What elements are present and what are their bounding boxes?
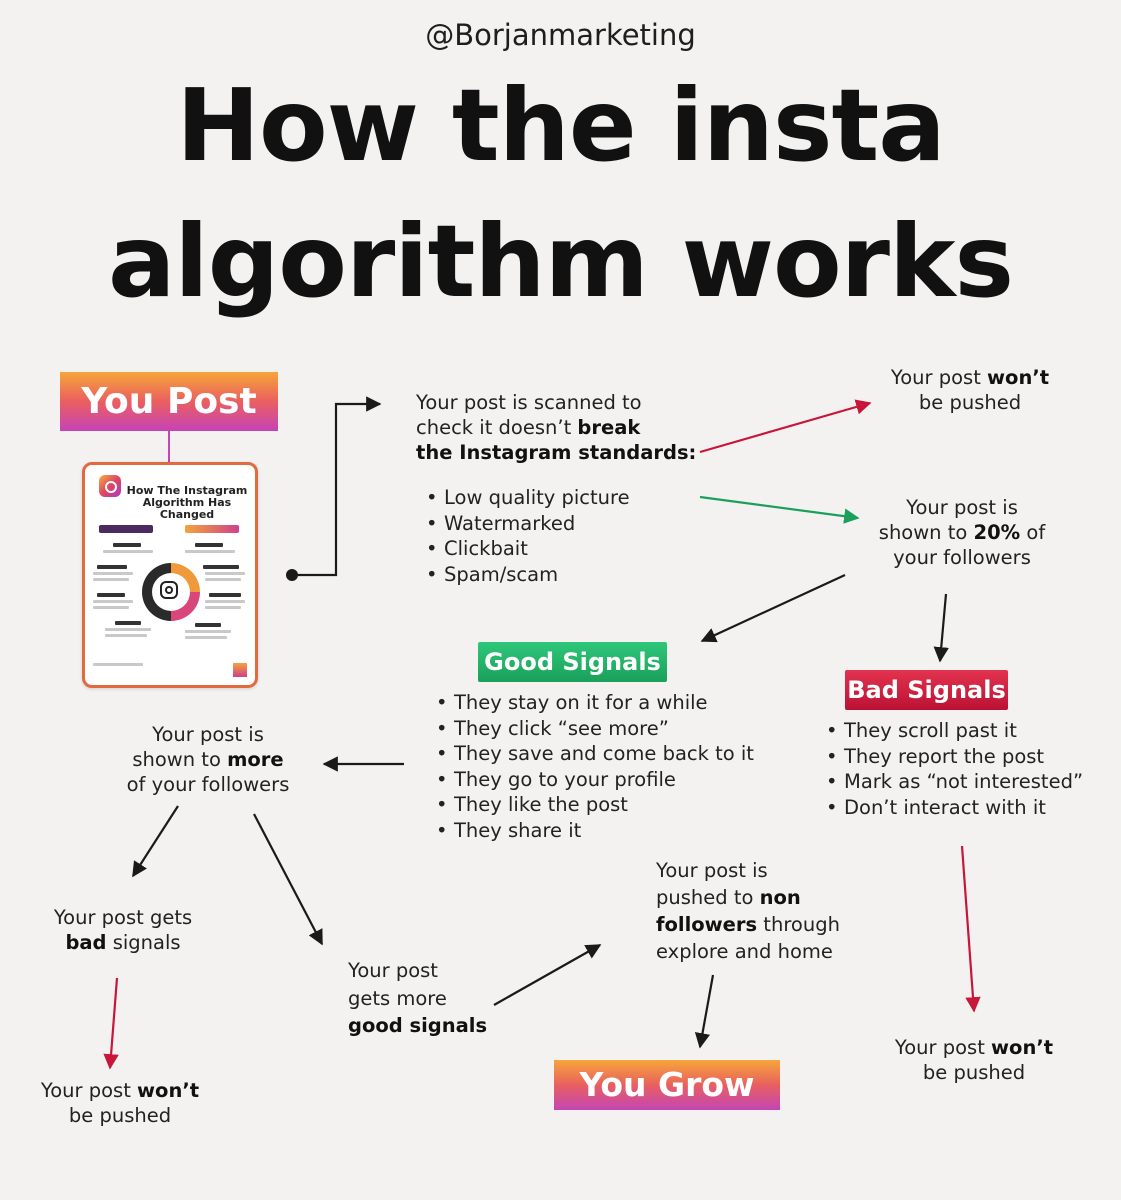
list-item: Watermarked — [422, 511, 682, 537]
arrow-to-gets-good — [254, 814, 322, 944]
list-item: They like the post — [432, 792, 792, 818]
arrow-to-shown-20 — [700, 497, 858, 518]
list-item: They report the post — [822, 744, 1112, 770]
arrow-to-scan — [292, 404, 380, 575]
good-signals-badge: Good Signals — [478, 642, 667, 682]
list-item: Spam/scam — [422, 562, 682, 588]
gets-bad-signals: Your post gets bad signals — [30, 905, 216, 955]
thumbnail-tag — [99, 525, 153, 533]
arrow-to-not-pushed-left — [110, 978, 117, 1068]
bad-signals-list: They scroll past it They report the post… — [822, 718, 1112, 820]
arrow-to-not-pushed-top — [700, 403, 870, 452]
thumbnail-tag — [185, 525, 239, 533]
shown-20-percent: Your post is shown to 20% of your follow… — [862, 495, 1062, 570]
list-item: Low quality picture — [422, 485, 682, 511]
arrow-to-not-pushed-right — [962, 846, 974, 1011]
list-item: They click “see more” — [432, 716, 792, 742]
arrow-to-gets-bad — [133, 806, 178, 876]
list-item: They save and come back to it — [432, 741, 792, 767]
scan-list: Low quality picture Watermarked Clickbai… — [422, 485, 682, 587]
list-item: Mark as “not interested” — [822, 769, 1112, 795]
pushed-to-non-followers: Your post is pushed to non followers thr… — [656, 857, 856, 965]
instagram-logo-icon — [99, 475, 121, 497]
list-item: Don’t interact with it — [822, 795, 1112, 821]
arrow-to-good-signals — [702, 575, 845, 641]
thumbnail-title: How The Instagram Algorithm Has Changed — [125, 485, 249, 521]
not-pushed-top: Your post won’t be pushed — [872, 365, 1068, 415]
arrow-to-bad-signals — [940, 594, 946, 661]
good-signals-list: They stay on it for a while They click “… — [432, 690, 792, 843]
bad-signals-badge: Bad Signals — [845, 670, 1008, 710]
list-item: They scroll past it — [822, 718, 1112, 744]
list-item: Clickbait — [422, 536, 682, 562]
list-item: They stay on it for a while — [432, 690, 792, 716]
list-item: They go to your profile — [432, 767, 792, 793]
you-post-badge: You Post — [60, 372, 278, 431]
thumbnail-corner-mark — [233, 663, 247, 677]
arrow-to-non-followers — [494, 945, 600, 1005]
arrow-to-you-grow — [700, 975, 713, 1047]
scan-description: Your post is scanned to check it doesn’t… — [416, 390, 706, 465]
post-thumbnail: How The Instagram Algorithm Has Changed — [82, 462, 258, 688]
shown-to-more: Your post is shown to more of your follo… — [110, 722, 306, 797]
list-item: They share it — [432, 818, 792, 844]
not-pushed-right: Your post won’t be pushed — [876, 1035, 1072, 1085]
gets-good-signals: Your post gets more good signals — [348, 957, 508, 1040]
you-grow-badge: You Grow — [554, 1060, 780, 1110]
instagram-glyph-icon — [160, 581, 178, 599]
not-pushed-left: Your post won’t be pushed — [22, 1078, 218, 1128]
